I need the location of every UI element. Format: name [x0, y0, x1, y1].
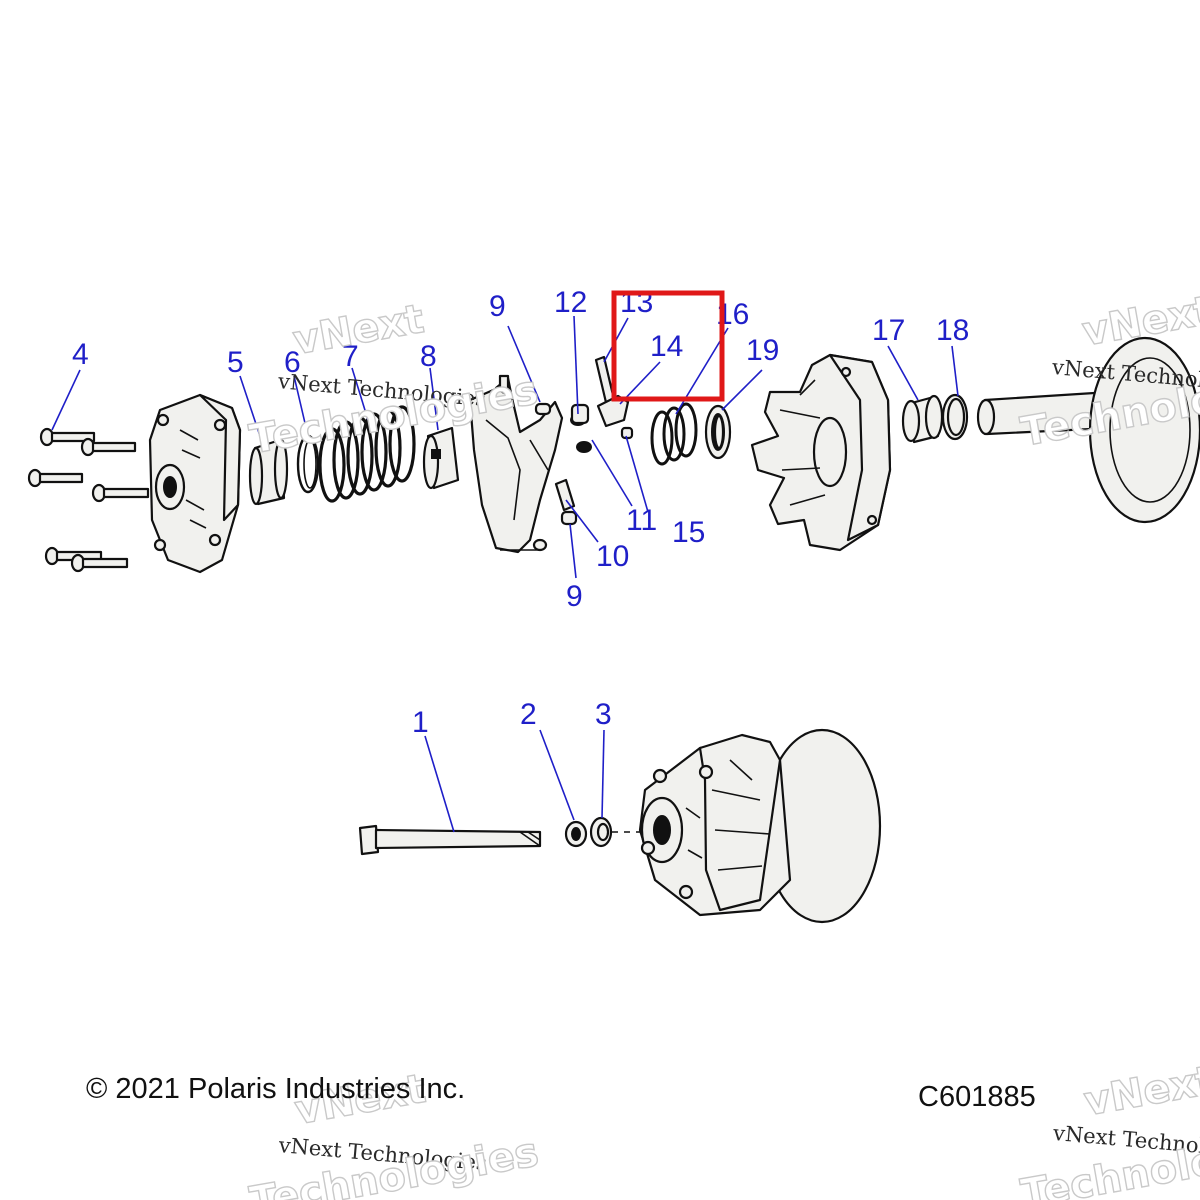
callout-15: 15 [672, 516, 705, 549]
part-5-bushing [248, 438, 289, 506]
part-18-ring [941, 393, 969, 441]
callout-4: 4 [72, 338, 89, 371]
callout-6: 6 [284, 346, 301, 379]
drawing-number: C601885 [918, 1081, 1036, 1113]
cover-plate [148, 393, 242, 574]
callout-14: 14 [650, 330, 683, 363]
part-9-roller-upper [534, 402, 552, 416]
part-10-pin [554, 478, 576, 512]
callout-5: 5 [227, 346, 244, 379]
part-19-seal [704, 404, 732, 460]
part-17-bushing [901, 394, 944, 444]
part-11-o-ring [576, 441, 592, 453]
callout-18: 18 [936, 314, 969, 347]
part-11-roller [570, 403, 590, 425]
part-15-bushing [620, 426, 634, 440]
callout-8: 8 [420, 340, 437, 373]
part-2-washer [564, 820, 588, 848]
part-8-retainer [422, 426, 460, 490]
callout-9-upper: 9 [489, 290, 506, 323]
part-16-spring [650, 402, 698, 466]
callout-12: 12 [554, 286, 587, 319]
moveable-sheave [750, 353, 892, 552]
callout-10: 10 [596, 540, 629, 573]
callout-3: 3 [595, 698, 612, 731]
part-1-long-bolt [358, 824, 542, 856]
part-7-spring [318, 405, 416, 503]
callout-19: 19 [746, 334, 779, 367]
spider-bracket [468, 374, 564, 554]
part-3-spacer [589, 816, 613, 848]
callout-7: 7 [342, 340, 359, 373]
highlight-box-part-14 [611, 290, 725, 402]
assembled-clutch [638, 728, 882, 924]
fixed-sheave [976, 336, 1200, 524]
copyright-notice: © 2021 Polaris Industries Inc. [86, 1073, 465, 1105]
callout-2: 2 [520, 698, 537, 731]
part-4-bolts [27, 427, 150, 573]
callout-17: 17 [872, 314, 905, 347]
callout-9-lower: 9 [566, 580, 583, 613]
callout-1: 1 [412, 706, 429, 739]
watermark-vnext-4: vNext [1081, 1057, 1200, 1125]
part-9-roller-lower [560, 510, 578, 526]
callout-11: 11 [626, 504, 657, 537]
watermark-vnext-2: vNext [1079, 287, 1200, 355]
